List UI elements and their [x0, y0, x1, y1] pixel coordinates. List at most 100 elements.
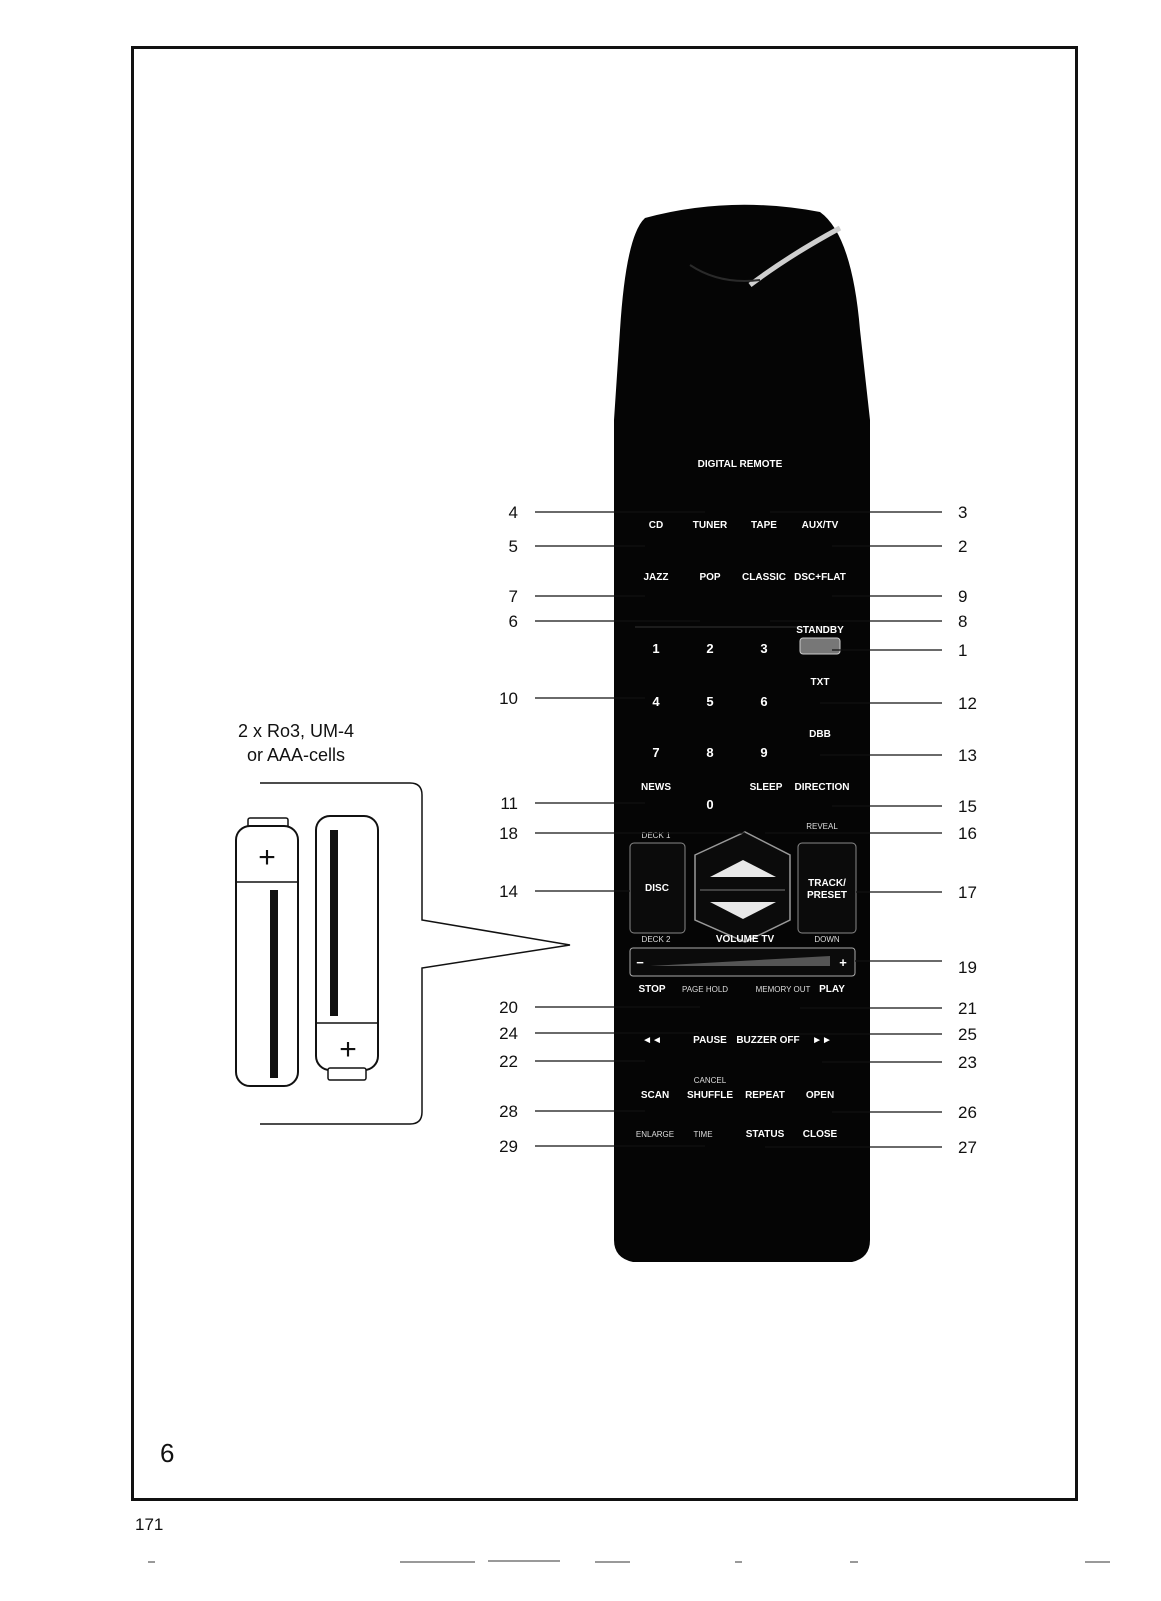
digit-8-button[interactable]: 8 — [706, 745, 713, 760]
digit-2-button[interactable]: 2 — [706, 641, 713, 656]
news-button[interactable]: NEWS — [641, 782, 671, 793]
deck2-label: DECK 2 — [642, 935, 671, 944]
digit-5-button[interactable]: 5 — [706, 694, 713, 709]
callout-23: 23 — [958, 1053, 977, 1072]
battery-left-plus: + — [258, 841, 276, 874]
aux-tv-button[interactable]: AUX/TV — [802, 520, 839, 531]
digit-4-button[interactable]: 4 — [652, 694, 660, 709]
standby-button[interactable] — [799, 637, 841, 655]
callout-22: 22 — [499, 1052, 518, 1071]
tuner-button[interactable]: TUNER — [693, 520, 728, 531]
down-arrow-icon[interactable] — [710, 902, 776, 919]
scan-button[interactable]: SCAN — [641, 1090, 669, 1101]
jazz-button[interactable]: JAZZ — [644, 572, 669, 583]
txt-button[interactable]: TXT — [811, 677, 830, 688]
reveal-label: REVEAL — [806, 822, 838, 831]
callout-13: 13 — [958, 746, 977, 765]
callout-15: 15 — [958, 797, 977, 816]
page-hold-label: PAGE HOLD — [682, 985, 728, 994]
shuffle-button[interactable]: SHUFFLE — [687, 1090, 733, 1101]
callout-28: 28 — [499, 1102, 518, 1121]
cancel-label: CANCEL — [694, 1076, 727, 1085]
deck1-label: DECK 1 — [642, 831, 671, 840]
callout-27: 27 — [958, 1138, 977, 1157]
callout-7: 7 — [509, 587, 518, 606]
status-button[interactable]: STATUS — [746, 1129, 785, 1140]
callout-6: 6 — [509, 612, 518, 631]
stop-button[interactable]: STOP — [638, 984, 665, 995]
scan-noise — [148, 1560, 1110, 1563]
callout-9: 9 — [958, 587, 967, 606]
callouts-right — [760, 511, 942, 1148]
battery-callout-box — [260, 782, 571, 1125]
volume-label: VOLUME TV — [716, 934, 775, 945]
digit-7-button[interactable]: 7 — [652, 745, 659, 760]
volume-plus-button[interactable]: + — [839, 955, 847, 970]
callout-5: 5 — [509, 537, 518, 556]
callout-29: 29 — [499, 1137, 518, 1156]
memory-out-label: MEMORY OUT — [756, 985, 811, 994]
callout-20: 20 — [499, 998, 518, 1017]
callout-24: 24 — [499, 1024, 518, 1043]
pop-button[interactable]: POP — [699, 572, 720, 583]
remote-body — [614, 204, 870, 1262]
digit-1-button[interactable]: 1 — [652, 641, 659, 656]
preset-label: PRESET — [807, 890, 847, 901]
dbb-button[interactable]: DBB — [809, 729, 831, 740]
up-arrow-icon[interactable] — [710, 860, 776, 877]
callout-21: 21 — [958, 999, 977, 1018]
volume-minus-button[interactable]: − — [636, 955, 644, 970]
volume-wedge — [650, 956, 830, 966]
buzzer-off-button[interactable]: BUZZER OFF — [736, 1035, 799, 1046]
battery-left — [235, 817, 299, 1087]
cd-button[interactable]: CD — [649, 520, 663, 531]
callout-1: 1 — [958, 641, 967, 660]
pause-button[interactable]: PAUSE — [693, 1035, 727, 1046]
remote-top-highlight — [748, 225, 842, 288]
repeat-button[interactable]: REPEAT — [745, 1090, 785, 1101]
disc-label: DISC — [645, 883, 669, 894]
time-label: TIME — [693, 1130, 712, 1139]
callout-3: 3 — [958, 503, 967, 522]
track-label: TRACK/ — [808, 878, 846, 889]
callout-11: 11 — [500, 794, 518, 813]
close-button[interactable]: CLOSE — [803, 1129, 838, 1140]
disc-button[interactable] — [629, 842, 686, 934]
sleep-button[interactable]: SLEEP — [750, 782, 783, 793]
up-down-pad — [694, 831, 791, 943]
standby-label: STANDBY — [796, 625, 844, 636]
digit-9-button[interactable]: 9 — [760, 745, 767, 760]
down-label: DOWN — [814, 935, 840, 944]
direction-button[interactable]: DIRECTION — [795, 782, 850, 793]
rewind-button[interactable]: ◄◄ — [642, 1035, 662, 1046]
callout-12: 12 — [958, 694, 977, 713]
callout-10: 10 — [499, 689, 518, 708]
callout-19: 19 — [958, 958, 977, 977]
open-button[interactable]: OPEN — [806, 1090, 834, 1101]
battery-label-line2: or AAA-cells — [247, 745, 345, 765]
footer-number: 171 — [135, 1515, 163, 1534]
digit-3-button[interactable]: 3 — [760, 641, 767, 656]
callout-17: 17 — [958, 883, 977, 902]
callout-14: 14 — [499, 882, 518, 901]
callout-25: 25 — [958, 1025, 977, 1044]
battery-right — [315, 815, 379, 1081]
callout-8: 8 — [958, 612, 967, 631]
callout-16: 16 — [958, 824, 977, 843]
digit-6-button[interactable]: 6 — [760, 694, 767, 709]
track-preset-button[interactable] — [797, 842, 857, 934]
callout-2: 2 — [958, 537, 967, 556]
brand-label: DIGITAL REMOTE — [698, 459, 783, 470]
page-frame — [131, 46, 1078, 1501]
tape-button[interactable]: TAPE — [751, 520, 777, 531]
remote-top-curve — [689, 264, 761, 282]
dsc-flat-button[interactable]: DSC+FLAT — [794, 572, 846, 583]
battery-right-plus: + — [339, 1033, 357, 1066]
callout-18: 18 — [499, 824, 518, 843]
digit-0-button[interactable]: 0 — [706, 797, 713, 812]
ffwd-button[interactable]: ►► — [812, 1035, 832, 1046]
classic-button[interactable]: CLASSIC — [742, 572, 786, 583]
callout-4: 4 — [509, 503, 518, 522]
play-button[interactable]: PLAY — [819, 984, 845, 995]
